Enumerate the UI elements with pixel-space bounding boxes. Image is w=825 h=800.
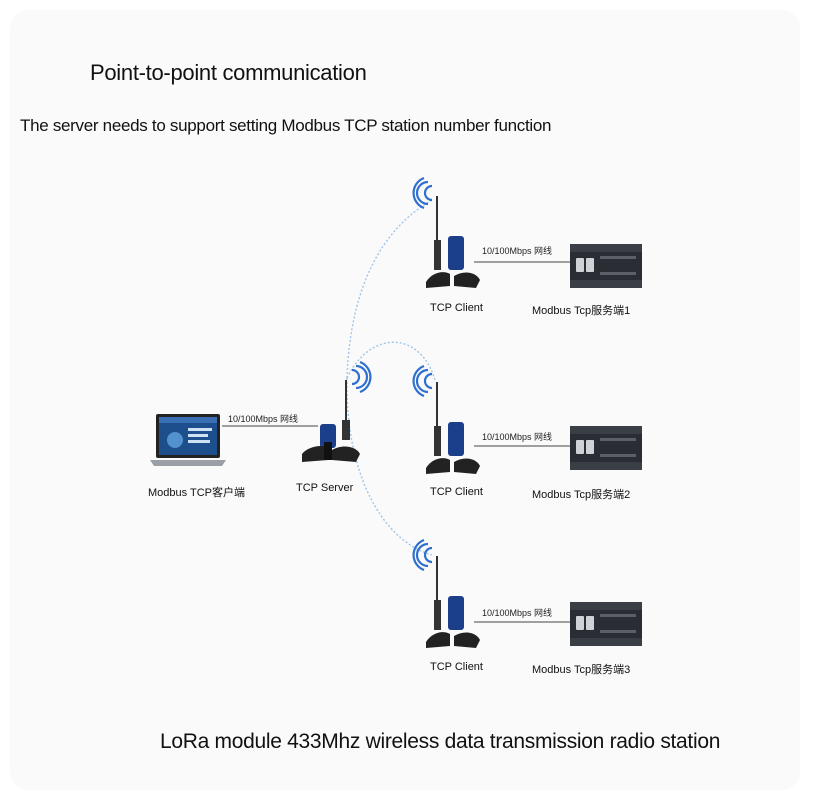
wireless-link-3 <box>346 377 433 556</box>
branch-3-client-label: TCP Client <box>430 661 483 673</box>
branch-1-device-label: Modbus Tcp服务端1 <box>532 305 631 317</box>
wireless-link-1 <box>346 199 433 379</box>
branch-2-device-label: Modbus Tcp服务端2 <box>532 489 631 501</box>
branch-1-link-label: 10/100Mbps 网线 <box>482 246 553 256</box>
branch-3-device-label: Modbus Tcp服务端3 <box>532 664 631 676</box>
diagram-subtitle: The server needs to support setting Modb… <box>20 116 552 135</box>
branch-1 <box>412 176 642 288</box>
laptop-icon <box>150 414 226 466</box>
plc-icon <box>570 426 642 470</box>
server-signal-icon <box>351 360 372 394</box>
plc-icon <box>570 244 642 288</box>
branch-1-client-label: TCP Client <box>430 302 483 314</box>
diagram-footer-caption: LoRa module 433Mhz wireless data transmi… <box>160 730 721 753</box>
wired-links <box>222 261 570 623</box>
server-link-label: 10/100Mbps 网线 <box>228 414 299 424</box>
tcp-client-module-icon <box>426 382 480 474</box>
branch-3-link-label: 10/100Mbps 网线 <box>482 608 553 618</box>
diagram-title: Point-to-point communication <box>90 60 367 85</box>
client-signal-icon <box>412 538 433 572</box>
client-signal-icon <box>412 364 433 398</box>
wireless-link-2 <box>346 341 436 381</box>
branch-2-link-label: 10/100Mbps 网线 <box>482 432 553 442</box>
tcp-client-module-icon <box>426 196 480 288</box>
client-pc-label: Modbus TCP客户端 <box>148 487 245 499</box>
tcp-server-module-icon <box>302 380 360 462</box>
tcp-server-label: TCP Server <box>296 482 354 494</box>
branch-2 <box>412 364 642 474</box>
diagram-background <box>10 10 800 790</box>
tcp-client-module-icon <box>426 556 480 648</box>
branch-2-client-label: TCP Client <box>430 486 483 498</box>
client-signal-icon <box>412 176 433 210</box>
wireless-links <box>346 199 436 556</box>
branch-3 <box>412 538 642 648</box>
plc-icon <box>570 602 642 646</box>
